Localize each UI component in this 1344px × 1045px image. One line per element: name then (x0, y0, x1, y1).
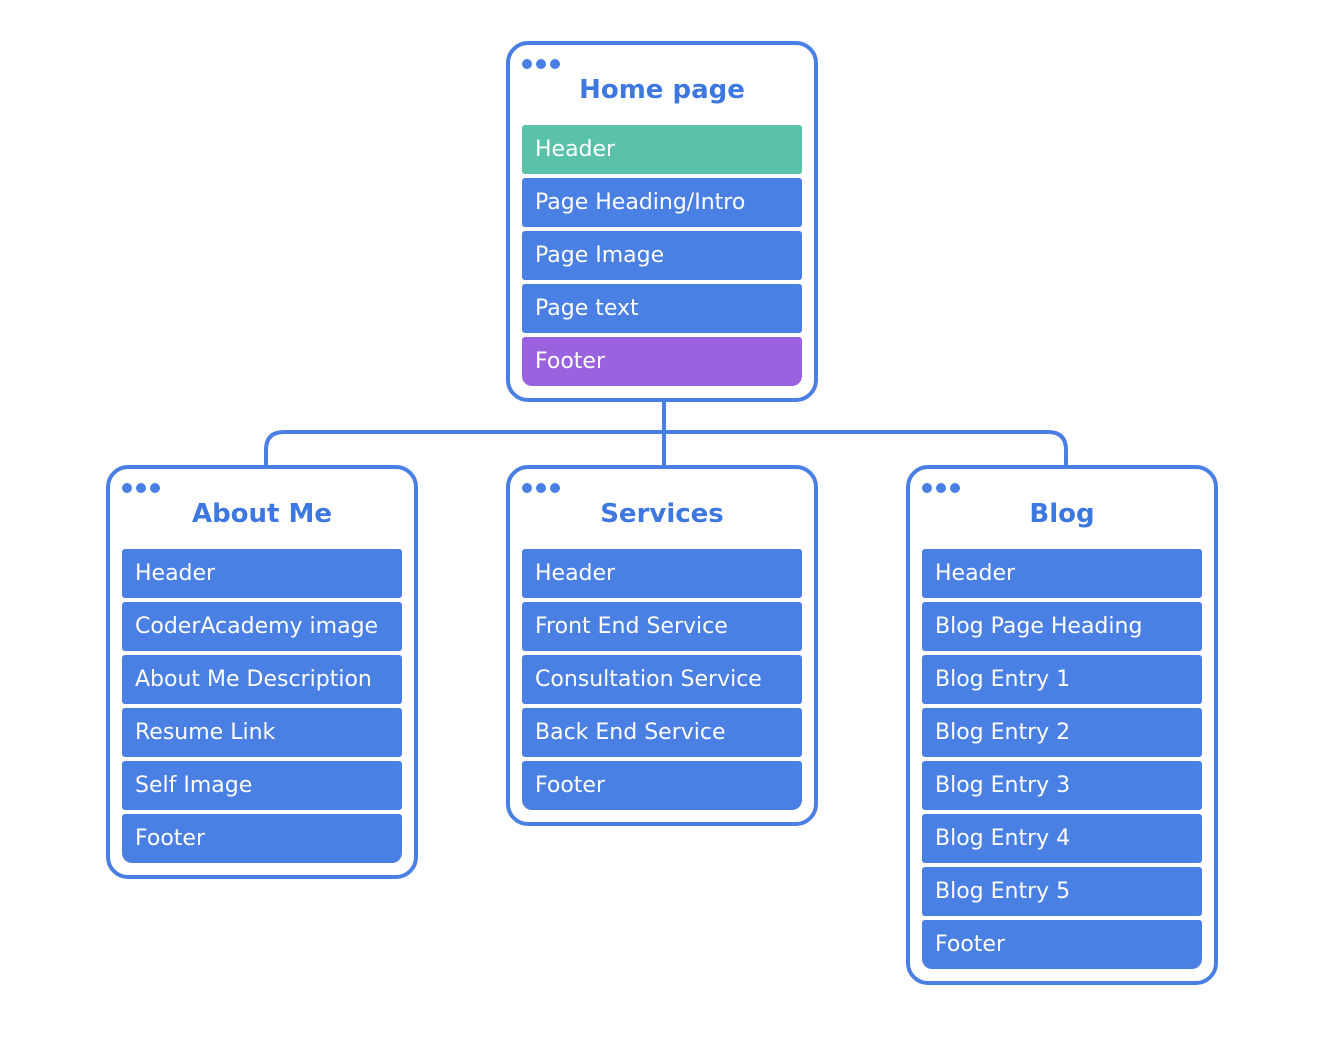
section-block: Footer (122, 814, 402, 863)
section-block: Blog Entry 4 (922, 814, 1202, 863)
section-block: Page Image (522, 231, 802, 280)
section-block: Blog Entry 1 (922, 655, 1202, 704)
section-block: Page text (522, 284, 802, 333)
card-title: Blog (1029, 499, 1095, 529)
section-block: Resume Link (122, 708, 402, 757)
window-dots-icon (522, 483, 802, 493)
section-block: Consultation Service (522, 655, 802, 704)
section-block: CoderAcademy image (122, 602, 402, 651)
section-block: Header (522, 125, 802, 174)
section-block: Self Image (122, 761, 402, 810)
section-block: Page Heading/Intro (522, 178, 802, 227)
section-block: Footer (522, 337, 802, 386)
section-block: Footer (522, 761, 802, 810)
window-dots-icon (122, 483, 402, 493)
section-block: Header (122, 549, 402, 598)
window-dots-icon (522, 59, 802, 69)
services-card: Services Header Front End Service Consul… (506, 465, 818, 826)
section-block: Blog Entry 3 (922, 761, 1202, 810)
section-block: About Me Description (122, 655, 402, 704)
section-block: Blog Entry 2 (922, 708, 1202, 757)
card-title: About Me (191, 499, 333, 529)
section-block: Header (922, 549, 1202, 598)
connector-branch (264, 430, 1068, 466)
blog-card: Blog Header Blog Page Heading Blog Entry… (906, 465, 1218, 985)
section-block: Header (522, 549, 802, 598)
window-dots-icon (922, 483, 1202, 493)
section-block: Back End Service (522, 708, 802, 757)
card-title: Home page (579, 75, 745, 105)
about-me-card: About Me Header CoderAcademy image About… (106, 465, 418, 879)
home-page-card: Home page Header Page Heading/Intro Page… (506, 41, 818, 402)
card-title: Services (600, 499, 724, 529)
section-block: Blog Entry 5 (922, 867, 1202, 916)
section-block: Front End Service (522, 602, 802, 651)
section-block: Footer (922, 920, 1202, 969)
section-block: Blog Page Heading (922, 602, 1202, 651)
